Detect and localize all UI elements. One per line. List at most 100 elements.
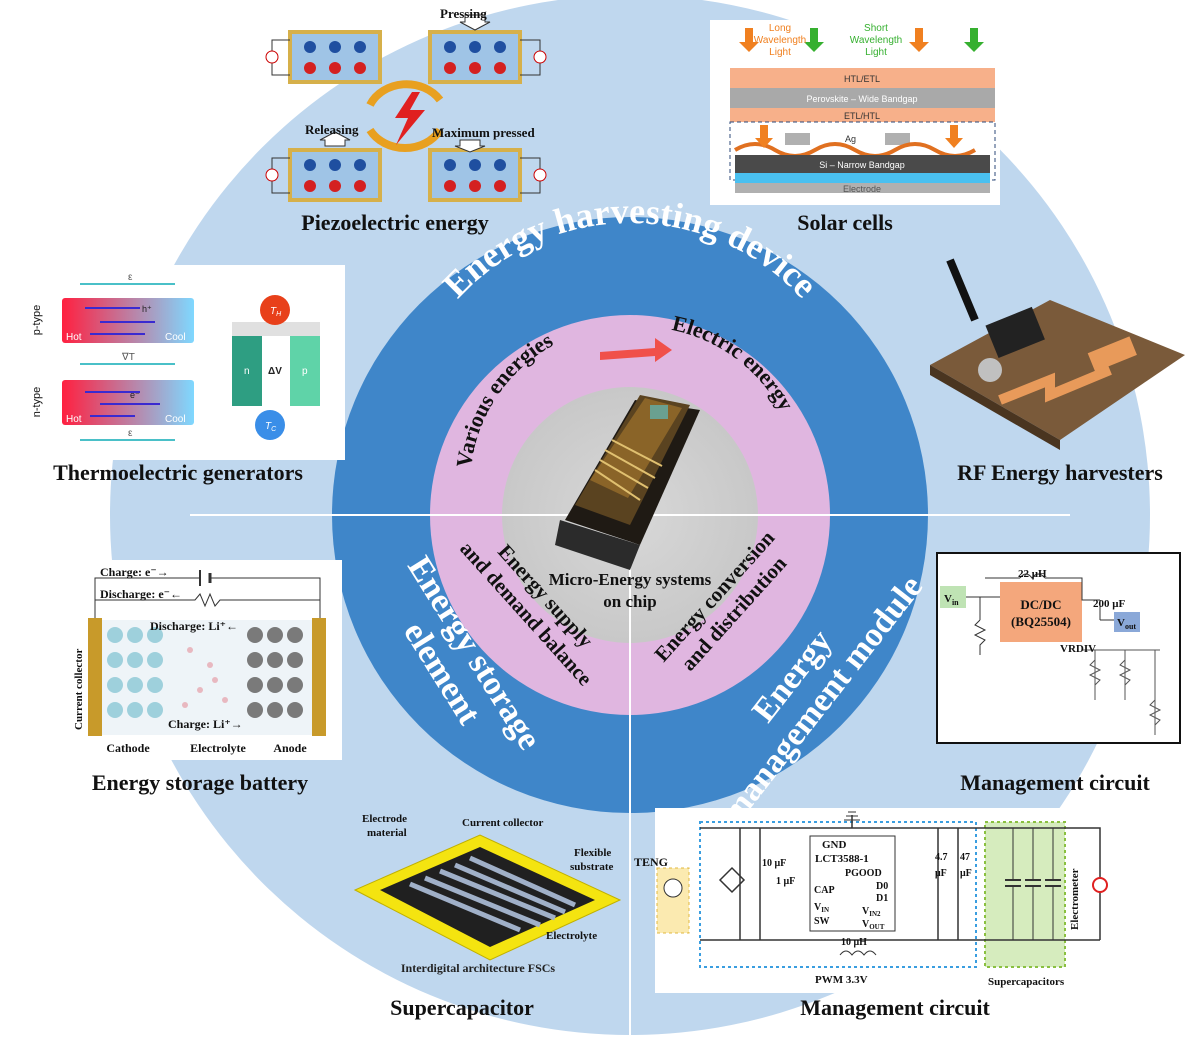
short-light-line2: Wavelength (850, 35, 902, 46)
mgmt2-supercaps: Supercapacitors (988, 976, 1065, 988)
layer-electrode: Electrode (843, 184, 881, 194)
short-light-line1: Short (864, 23, 888, 34)
piezo-title: Piezoelectric energy (301, 210, 488, 235)
antenna-icon (946, 258, 979, 322)
center-caption-line2: on chip (603, 592, 656, 611)
cold-icon (255, 410, 285, 440)
mgmt1-panel: 22 μH DC/DC (BQ25504) 200 μF Vin Vout VR… (936, 552, 1181, 795)
center-caption-line1: Micro-Energy systems (549, 570, 712, 589)
layer-ag: Ag (845, 134, 856, 144)
layer-perovskite: Perovskite – Wide Bandgap (806, 94, 917, 104)
mgmt1-title: Management circuit (960, 770, 1150, 795)
long-light-line1: Long (769, 23, 791, 34)
piezo-max-pressed-label: Maximum pressed (432, 125, 535, 140)
dv-label: ΔV (268, 366, 282, 377)
layer-si: Si – Narrow Bandgap (819, 160, 905, 170)
sc-electrode-1: Electrode (362, 813, 407, 825)
mgmt1-chip-line1: DC/DC (1020, 597, 1061, 612)
p-hot-label: Hot (66, 332, 82, 343)
chip-image (555, 395, 700, 570)
mgmt2-c47b-2: μF (960, 868, 972, 879)
leg-p-label: p (302, 366, 308, 377)
mgmt2-cap-pin: CAP (814, 885, 835, 896)
sc-electrolyte: Electrolyte (546, 930, 597, 942)
layer-etl: ETL/HTL (844, 111, 880, 121)
n-cool-label: Cool (165, 414, 186, 425)
sc-flexible-1: Flexible (574, 847, 611, 859)
piezo-cell-3 (265, 131, 382, 202)
supercap-panel: Electrode material Current collector Fle… (353, 813, 622, 1020)
piezo-pressing-label: Pressing (440, 6, 487, 21)
piezo-cell-1 (265, 30, 382, 84)
e-field-top: ε (128, 272, 133, 283)
cathode-label: Cathode (106, 741, 150, 755)
rf-title: RF Energy harvesters (957, 460, 1163, 485)
electrolyte-label: Electrolyte (190, 741, 246, 755)
mgmt2-panel: TENG GND LCT3588-1 PGOOD CAP D0 D1 VIN V… (634, 808, 1185, 1020)
solar-panel: Long Wavelength Light Short Wavelength L… (710, 20, 1000, 235)
mgmt1-vin: Vin (944, 593, 959, 607)
solar-title: Solar cells (797, 210, 893, 235)
long-light-line3: Light (769, 47, 791, 58)
sc-caption: Interdigital architecture FSCs (401, 961, 556, 975)
light-arrows (739, 28, 984, 148)
mgmt1-inductor: 22 μH (1018, 568, 1047, 580)
mgmt2-vout: VOUT (862, 919, 885, 931)
anode-label: Anode (273, 741, 307, 755)
leg-n-label: n (244, 366, 250, 377)
mgmt2-chip: LCT3588-1 (815, 853, 869, 865)
mgmt2-l10: 10 μH (841, 937, 867, 948)
e-field-bottom: ε (128, 428, 133, 439)
tc-label: TC (265, 421, 277, 433)
th-label: TH (270, 306, 282, 318)
teg-title: Thermoelectric generators (53, 460, 303, 485)
mgmt2-vin: VIN (814, 902, 829, 914)
mgmt2-title: Management circuit (800, 995, 990, 1020)
current-collector-label: Current collector (73, 649, 85, 730)
sc-flexible-2: substrate (570, 861, 614, 873)
piezo-cell-2 (428, 14, 547, 84)
charge-li-label: Charge: Li⁺→ (168, 717, 243, 731)
mgmt2-c47a-2: μF (935, 868, 947, 879)
battery-panel: Charge: e⁻→ Discharge: e⁻← Discharge: Li… (72, 560, 342, 795)
sc-electrode-2: material (367, 827, 407, 839)
mgmt1-cap: 200 μF (1093, 598, 1125, 610)
long-light-line2: Wavelength (754, 35, 806, 46)
piezo-cell-4 (428, 139, 547, 202)
discharge-e-label: Discharge: e⁻← (100, 587, 182, 601)
mgmt2-c47a-1: 4.7 (935, 852, 948, 863)
charge-e-label: Charge: e⁻→ (100, 565, 169, 579)
p-cool-label: Cool (165, 332, 186, 343)
battery-title: Energy storage battery (92, 770, 308, 795)
mgmt2-c10: 10 μF (762, 858, 786, 869)
short-light-line3: Light (865, 47, 887, 58)
layer-htl: HTL/ETL (844, 74, 880, 84)
discharge-li-label: Discharge: Li⁺← (150, 619, 238, 633)
e-minus-label: e⁻ (130, 390, 140, 400)
mgmt2-pwm: PWM 3.3V (815, 974, 868, 986)
red-arrow (600, 338, 672, 362)
piezo-panel: Pressing Releasing Maximum pressed Piezo… (265, 6, 547, 235)
mgmt2-d0: D0 (876, 881, 888, 892)
p-type-label: p-type (31, 305, 43, 336)
mgmt2-c1: 1 μF (776, 876, 795, 887)
mgmt1-vrdiv: VRDIV (1060, 643, 1096, 655)
grad-t-label: ∇T (121, 352, 135, 363)
mgmt1-vout: Vout (1117, 617, 1136, 631)
mgmt2-electrometer: Electrometer (1069, 868, 1081, 930)
mgmt2-teng: TENG (634, 855, 668, 869)
lightning-icon (366, 80, 444, 152)
mgmt2-sw: SW (814, 916, 830, 927)
piezo-releasing-label: Releasing (305, 122, 359, 137)
hot-icon (260, 295, 290, 325)
n-hot-label: Hot (66, 414, 82, 425)
n-type-label: n-type (31, 387, 43, 418)
rf-panel: RF Energy harvesters (930, 258, 1185, 485)
mgmt2-c47b-1: 47 (960, 852, 970, 863)
supercap-title: Supercapacitor (390, 995, 534, 1020)
h-plus-label: h⁺ (142, 304, 152, 314)
mgmt2-pgood: PGOOD (845, 868, 882, 879)
mgmt2-vin2: VIN2 (862, 906, 881, 918)
mgmt1-chip-line2: (BQ25504) (1011, 614, 1071, 629)
